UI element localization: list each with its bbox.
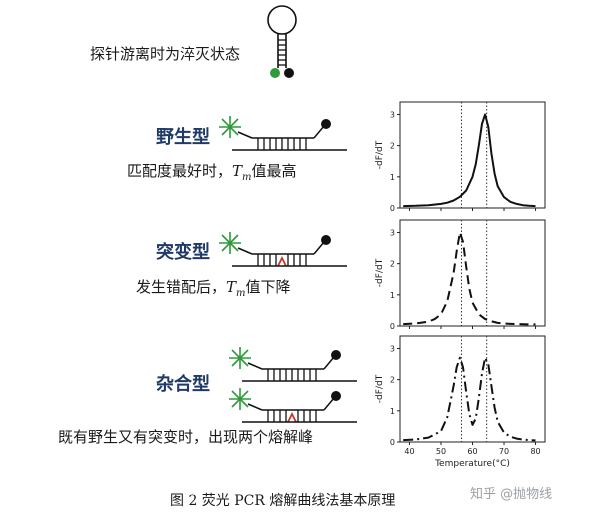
y-tick-label: 2: [390, 376, 395, 385]
y-tick-label: 1: [390, 407, 395, 416]
x-axis-label: Temperature(°C): [434, 459, 510, 469]
wild-type-probe-illustration: [219, 116, 347, 151]
wild-type-melting-curve-chart: 0 1 2 3 -dF/dT: [375, 101, 546, 213]
figure-caption: 图 2 荧光 PCR 熔解曲线法基本原理: [170, 493, 396, 509]
y-axis-label: -dF/dT: [375, 258, 385, 287]
plot-frame: [399, 219, 546, 327]
plot-frame: [399, 335, 546, 443]
y-tick-label: 3: [390, 110, 395, 119]
heterozygous-probe-illustration-top: [229, 347, 357, 382]
hairpin-probe-free-illustration: [267, 5, 297, 78]
y-tick-label: 2: [390, 260, 395, 269]
y-tick-label: 2: [390, 142, 395, 151]
plot-frame: [399, 101, 546, 209]
x-tick-label: 60: [467, 447, 477, 456]
melting-curve-line: [403, 113, 536, 208]
y-tick-label: 0: [390, 322, 395, 331]
y-axis-label: -dF/dT: [375, 374, 385, 403]
y-tick-label: 3: [390, 344, 395, 353]
melting-curve-line: [403, 231, 536, 326]
mutant-type-label: 突变型: [156, 242, 210, 263]
y-tick-label: 3: [390, 228, 395, 237]
y-tick-label: 1: [390, 173, 395, 182]
y-tick-label: 0: [390, 204, 395, 213]
wild-type-label: 野生型: [156, 127, 210, 148]
heterozygous-probe-illustration-bottom: [229, 388, 357, 423]
wild-type-description: 匹配度最好时，Tm值最高: [127, 162, 297, 183]
heterozygous-melting-curve-chart: 0 1 2 3 40 50 60 70 80 -dF/dT Temperature(°C): [375, 335, 546, 469]
mismatch-mark: [287, 411, 297, 423]
mismatch-mark: [277, 255, 287, 267]
probe-free-label: 探针游离时为淬灭状态: [90, 45, 241, 63]
y-tick-label: 1: [390, 291, 395, 300]
watermark: 知乎 @抛物线: [470, 487, 553, 502]
melting-curve-line: [403, 356, 536, 442]
mutant-type-melting-curve-chart: 0 1 2 3 -dF/dT: [375, 219, 546, 331]
mutant-type-description: 发生错配后，Tm值下降: [136, 278, 291, 299]
y-tick-label: 0: [390, 438, 395, 447]
x-tick-label: 40: [404, 447, 414, 456]
mutant-type-probe-illustration: [219, 232, 347, 267]
x-tick-label: 80: [530, 447, 540, 456]
quencher-dot: [284, 68, 294, 78]
quenched-fluorophore-dot: [270, 68, 280, 78]
x-tick-label: 70: [499, 447, 509, 456]
heterozygous-type-label: 杂合型: [156, 374, 210, 395]
y-axis-label: -dF/dT: [375, 140, 385, 169]
x-tick-label: 50: [436, 447, 446, 456]
heterozygous-description: 既有野生又有突变时，出现两个熔解峰: [58, 428, 314, 446]
